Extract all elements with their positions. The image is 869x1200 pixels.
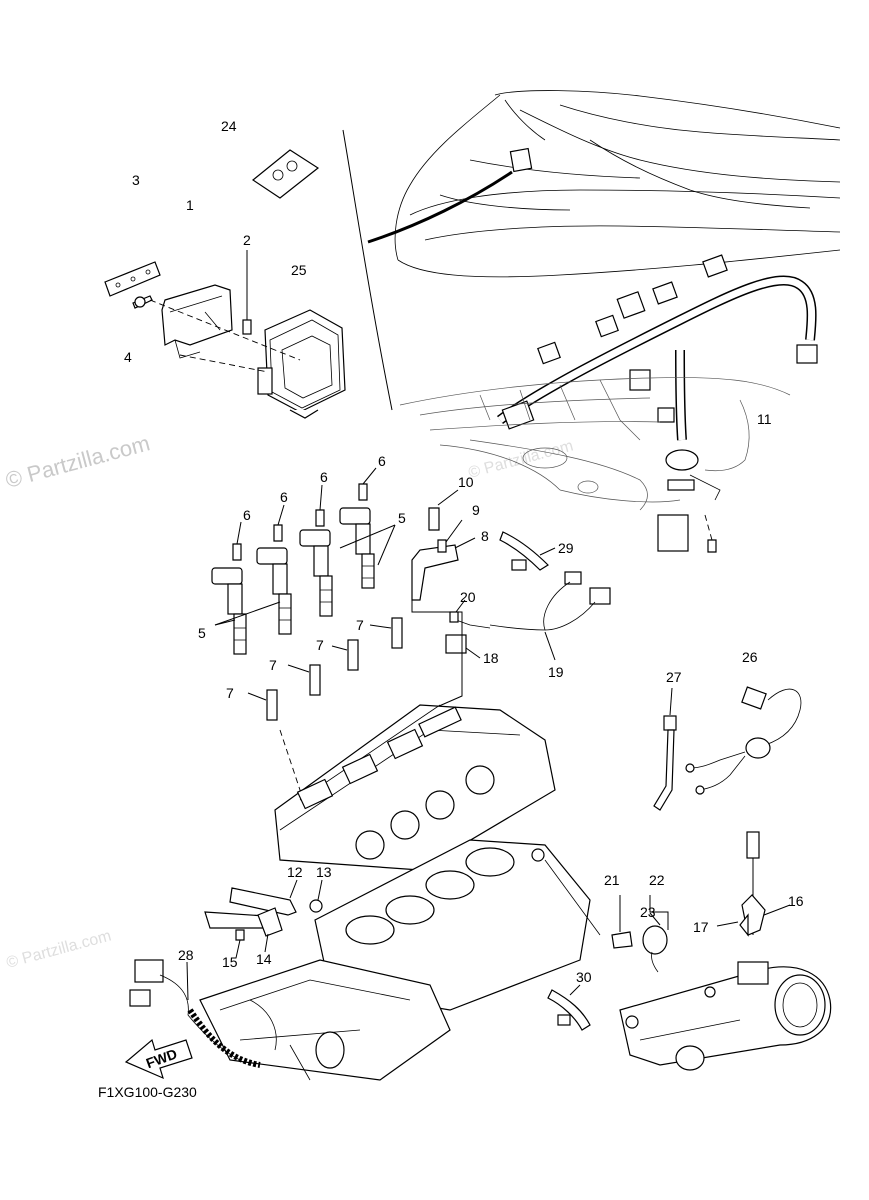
callout-label: 12 — [287, 864, 303, 880]
ignition-coil — [211, 567, 247, 655]
sub-harness-part-26 — [685, 686, 802, 795]
cylinder-head — [274, 704, 556, 871]
callout-label: 6 — [320, 469, 328, 485]
callout-label: 2 — [243, 232, 251, 248]
callout-label: 3 — [132, 172, 140, 188]
forward-arrow-icon: FWD — [124, 1038, 193, 1080]
callout-label: 21 — [604, 872, 620, 888]
ignition-coil — [256, 547, 292, 635]
harness-part-28 — [129, 959, 261, 1068]
callout-label: 26 — [742, 649, 758, 665]
callout-label: 6 — [243, 507, 251, 523]
ignition-coils-part-5 — [211, 507, 396, 655]
callout-label: 29 — [558, 540, 574, 556]
ecu-part-25 — [257, 309, 346, 419]
bracket-part-1 — [161, 284, 233, 359]
engine-top-cover — [399, 377, 791, 511]
bolt-part-4 — [132, 295, 153, 309]
callout-label: 14 — [256, 951, 272, 967]
callout-label: 11 — [757, 411, 772, 427]
callout-label: 16 — [788, 893, 804, 909]
ignition-coil — [339, 507, 375, 589]
sensor-bracket-group — [411, 489, 611, 711]
callout-label: 28 — [178, 947, 194, 963]
callout-label: 7 — [356, 617, 364, 633]
callout-label: 1 — [186, 197, 194, 213]
watercraft-hull — [367, 90, 841, 278]
callout-label: 23 — [640, 904, 656, 920]
exhaust-group — [619, 831, 832, 1071]
engine-block — [199, 839, 601, 1081]
plate-part-3 — [104, 261, 161, 297]
watermark: © Partzilla.com — [5, 928, 114, 972]
pressure-sensor-group — [611, 895, 669, 973]
callout-label: 10 — [458, 474, 474, 490]
pin-part-2 — [242, 250, 252, 335]
callout-label: 7 — [316, 637, 324, 653]
clamp-part-30 — [547, 984, 591, 1031]
callout-label: 24 — [221, 118, 237, 134]
bolts-part-6 — [232, 467, 377, 561]
watermark: © Partzilla.com — [3, 430, 153, 493]
callout-label: 5 — [198, 625, 206, 641]
callout-label: 25 — [291, 262, 307, 278]
callout-label: 27 — [666, 669, 682, 685]
callout-label: 9 — [472, 502, 480, 518]
callout-label: 20 — [460, 589, 476, 605]
remote-control-part-24 — [251, 149, 320, 199]
callout-label: 13 — [316, 864, 332, 880]
callout-label: 17 — [693, 919, 709, 935]
diagram-code: F1XG100-G230 — [98, 1084, 197, 1100]
ignition-coil — [299, 529, 333, 617]
callout-label: 30 — [576, 969, 592, 985]
cable-tie-part-27 — [653, 687, 677, 811]
callout-label: 5 — [398, 510, 406, 526]
callout-label: 22 — [649, 872, 665, 888]
callout-label: 19 — [548, 664, 564, 680]
callout-label: 7 — [226, 685, 234, 701]
temperature-sensor-group — [204, 879, 323, 959]
callout-labels: 1 2 3 4 5 5 6 6 6 6 7 7 7 7 8 9 10 11 12… — [124, 118, 804, 985]
ecu-bracket-group — [104, 149, 346, 419]
watermark: © Partzilla.com — [467, 438, 576, 482]
callout-label: 6 — [280, 489, 288, 505]
callout-label: 15 — [222, 954, 238, 970]
callout-label: 7 — [269, 657, 277, 673]
callout-label: 6 — [378, 453, 386, 469]
callout-label: 18 — [483, 650, 499, 666]
wire-harness-part-11 — [497, 254, 818, 553]
callout-label: 4 — [124, 349, 132, 365]
callout-label: 8 — [481, 528, 489, 544]
